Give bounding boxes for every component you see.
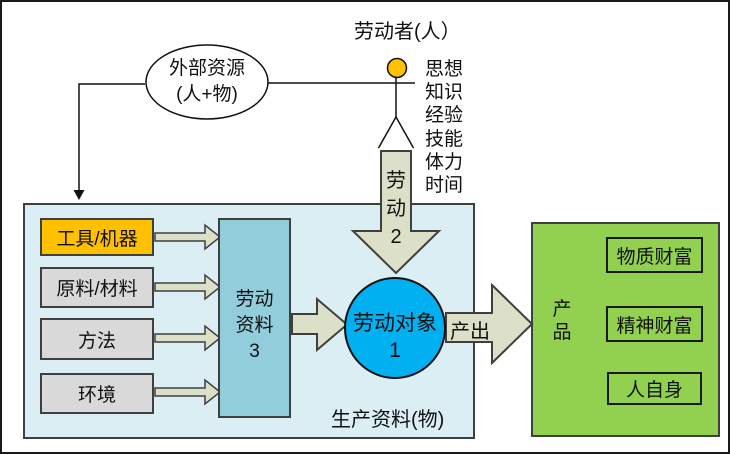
input-box-environment: 环境 (40, 373, 154, 414)
laborer-attributes-list: 思想 知识 经验 技能 体力 时间 (425, 58, 463, 197)
input-box-method: 方法 (40, 318, 154, 360)
product-label: 产 品 (552, 299, 572, 343)
labor-object-circle: 劳动对象 1 (344, 277, 446, 379)
laborer-title: 劳动者(人） (354, 21, 461, 43)
product-box (531, 222, 720, 437)
labor-arrow-label: 劳 动 2 (386, 170, 406, 248)
stick-figure-head-icon (386, 57, 408, 79)
attribute-item: 思想 (425, 59, 464, 80)
attribute-item: 体力 (425, 151, 464, 173)
external-resources-connector-line (78, 83, 145, 191)
attribute-item: 技能 (425, 128, 464, 150)
input-box-raw-materials: 原料/材料 (40, 267, 154, 308)
attribute-item: 经验 (425, 105, 464, 127)
product-item-human-self: 人自身 (607, 372, 702, 405)
attribute-item: 知识 (425, 82, 464, 104)
stick-figure-right-leg-icon (395, 116, 415, 149)
production-materials-caption: 生产资料(物) (331, 409, 445, 431)
labor-means-box: 劳动 资料 3 (218, 218, 291, 418)
stick-figure-left-leg-icon (377, 116, 397, 149)
attribute-item: 时间 (425, 175, 464, 197)
output-label: 产出 (450, 321, 490, 343)
external-resources-label: 外部资源 (人+物) (168, 58, 245, 105)
connector-arrowhead-icon (73, 190, 85, 200)
product-item-material-wealth: 物质财富 (606, 237, 703, 273)
product-item-spiritual-wealth: 精神财富 (606, 306, 703, 342)
input-box-tools: 工具/机器 (40, 218, 154, 256)
